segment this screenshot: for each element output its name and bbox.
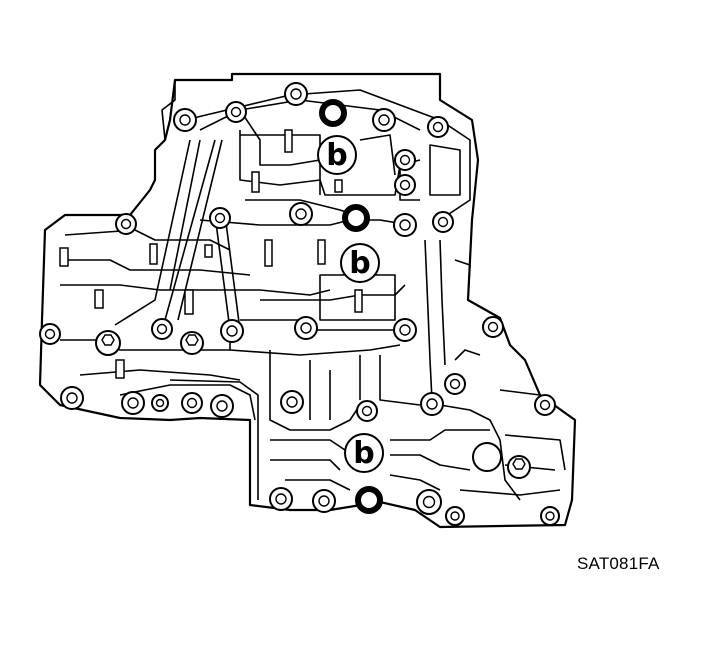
bolt xyxy=(394,174,416,196)
bolt xyxy=(427,116,449,138)
bolt xyxy=(445,506,465,526)
bolt xyxy=(151,318,173,340)
bolt xyxy=(173,108,197,132)
callout-b-top: b xyxy=(317,135,357,175)
bolt xyxy=(115,213,137,235)
bolt xyxy=(420,392,444,416)
bolt xyxy=(482,316,504,338)
b-bolts xyxy=(319,99,383,514)
b-bolt-bottom xyxy=(355,486,383,514)
bolt xyxy=(95,330,121,356)
b-bolt-top xyxy=(319,99,347,127)
bolt xyxy=(356,400,378,422)
bolt xyxy=(60,386,84,410)
bolt xyxy=(280,390,304,414)
bolt xyxy=(472,442,502,472)
bolt xyxy=(540,506,560,526)
bolt xyxy=(394,149,416,171)
bolt xyxy=(225,101,247,123)
callout-b-bottom: b xyxy=(344,433,384,473)
bolt xyxy=(209,207,231,229)
bolt xyxy=(534,394,556,416)
bolt xyxy=(269,487,293,511)
internal-channels xyxy=(60,89,566,501)
valve-slots xyxy=(59,129,363,379)
bolt xyxy=(289,202,313,226)
bolt xyxy=(444,373,466,395)
figure-code: SAT081FA xyxy=(577,554,660,573)
bolt xyxy=(181,392,203,414)
callout-b-bottom-text: b xyxy=(353,436,374,471)
mounting-bolts xyxy=(39,82,560,526)
bolt xyxy=(393,213,417,237)
b-bolt-middle xyxy=(342,204,370,232)
bolt xyxy=(416,489,442,515)
bolt xyxy=(39,323,61,345)
bolt xyxy=(372,108,396,132)
bolt xyxy=(294,316,318,340)
bolt xyxy=(284,82,308,106)
bolt xyxy=(312,489,336,513)
bolt xyxy=(151,394,169,412)
bolt xyxy=(507,455,531,479)
callout-b-middle: b xyxy=(340,243,380,283)
callout-b-top-text: b xyxy=(326,138,347,173)
bolt xyxy=(121,391,145,415)
bolt xyxy=(432,211,454,233)
bolt xyxy=(210,394,234,418)
bolt xyxy=(220,319,244,343)
callout-b-middle-text: b xyxy=(349,246,370,281)
bolt xyxy=(393,318,417,342)
valve-body-outline xyxy=(38,72,577,529)
bolt xyxy=(180,331,204,355)
